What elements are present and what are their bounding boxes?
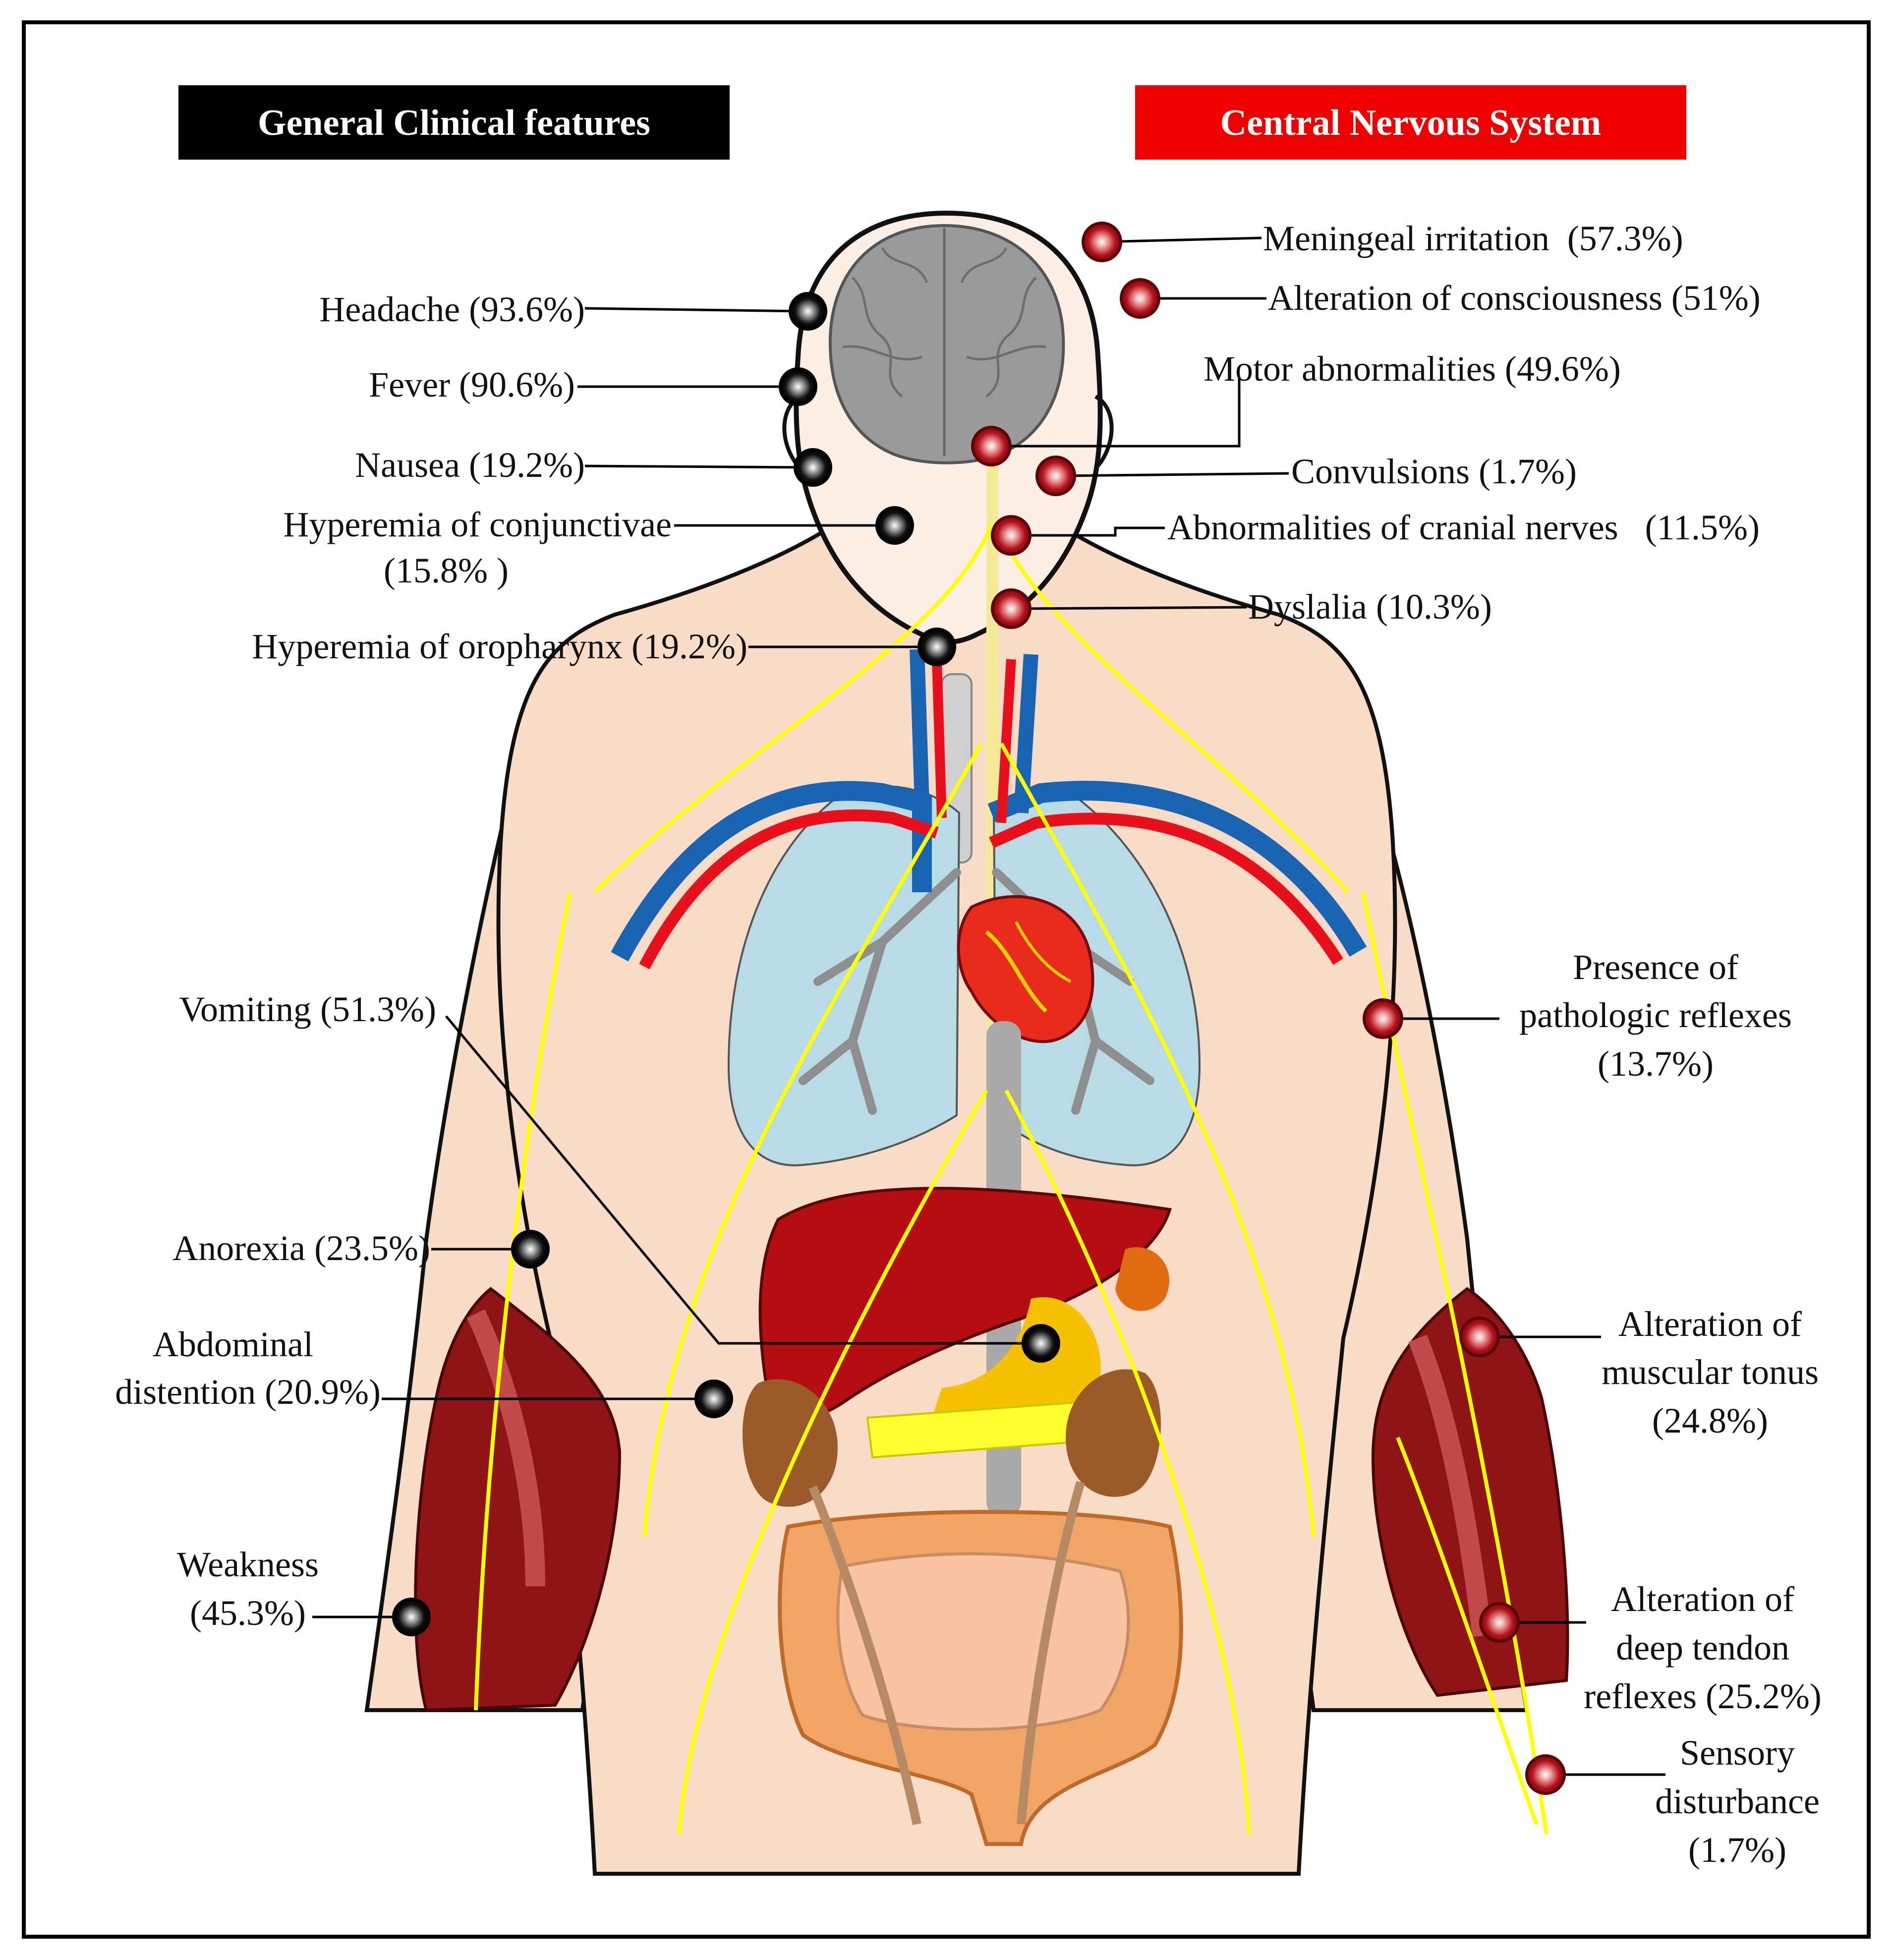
label-conjunctivae-pct: (15.8% ) [384,551,509,590]
label-sensory-3: (1.7%) [1688,1830,1786,1870]
label-deep-tendon-2: deep tendon [1616,1628,1789,1668]
marker-convulsions [1035,456,1076,496]
label-dyslalia: Dyslalia (10.3%) [1248,587,1492,627]
label-motor: Motor abnormalities (49.6%) [1204,349,1621,389]
marker-muscular-tonus [1459,1317,1500,1357]
general-header-title: General Clinical features [258,103,650,143]
artery-left [639,809,939,970]
gallbladder [1115,1247,1169,1311]
small-intestine [836,1552,1130,1731]
marker-consciousness [1120,278,1160,319]
label-tonus-2: muscular tonus [1602,1352,1819,1392]
label-cranial-nerves: Abnormalities of cranial nerves (11.5%) [1167,508,1760,547]
marker-meningeal [1082,222,1122,262]
left-kidney [742,1379,838,1507]
marker-headache [789,292,827,331]
label-weakness-pct: (45.3%) [190,1593,306,1633]
carotid-arteries [932,659,1016,823]
peripheral-nerves [474,524,1548,1835]
marker-fever [779,367,817,406]
label-sensory-1: Sensory [1680,1733,1795,1773]
cns-markers [971,222,1566,1795]
label-conjunctivae: Hyperemia of conjunctivae [283,505,672,544]
label-pathologic-1: Presence of [1573,947,1738,987]
general-markers [392,292,1060,1636]
label-headache: Headache (93.6%) [319,289,585,329]
artery-right [989,812,1344,965]
right-arm-muscles [1371,1287,1569,1697]
general-header-box [178,85,730,160]
marker-sensory [1525,1754,1566,1795]
label-oropharynx: Hyperemia of oropharynx (19.2%) [252,627,747,666]
label-sensory-2: disturbance [1655,1782,1820,1821]
label-meningeal: Meningeal irritation (57.3%) [1263,219,1683,258]
cns-header-title: Central Nervous System [1220,103,1602,143]
label-fever: Fever (90.6%) [369,365,575,404]
label-convulsions: Convulsions (1.7%) [1291,452,1577,491]
marker-anorexia [511,1230,550,1268]
carotid-vessels [910,649,1038,813]
general-header: General Clinical features [178,85,730,160]
ureters [808,1481,1085,1825]
label-deep-tendon-1: Alteration of [1611,1579,1794,1619]
cns-header-box [1135,85,1686,160]
marker-vomiting [1022,1324,1060,1363]
label-weakness: Weakness [177,1545,319,1584]
label-pathologic-3: (13.7%) [1598,1044,1714,1084]
label-tonus-3: (24.8%) [1652,1401,1768,1441]
marker-weakness [392,1598,431,1636]
marker-nausea [794,448,832,487]
right-kidney [1066,1369,1161,1497]
brain [828,224,1065,464]
label-abdominal-pct: distention (20.9%) [115,1372,381,1412]
cns-header: Central Nervous System [1135,85,1686,160]
heart [957,895,1094,1043]
callout-lines [312,236,1665,1776]
label-nausea: Nausea (19.2%) [355,445,585,485]
general-labels: Headache (93.6%) Fever (90.6%) Nausea (1… [115,289,747,1633]
label-pathologic-2: pathologic reflexes [1519,995,1792,1035]
left-arm-muscles [414,1287,622,1712]
marker-oropharynx [917,628,956,666]
label-consciousness: Alteration of consciousness (51%) [1268,278,1761,318]
label-vomiting: Vomiting (51.3%) [179,989,436,1029]
marker-motor [971,426,1012,466]
vein-right [987,781,1367,957]
marker-conjunctivae [875,506,914,545]
marker-cranial-nerves [991,515,1032,556]
vein-left [611,781,932,962]
marker-abdominal-distention [694,1380,733,1418]
stomach [932,1297,1101,1422]
marker-pathologic-reflexes [1363,998,1403,1039]
cns-labels: Meningeal irritation (57.3%) Alteration … [1167,219,1822,1870]
label-deep-tendon-3: reflexes (25.2%) [1584,1676,1822,1716]
label-anorexia: Anorexia (23.5%) [172,1228,430,1268]
right-ear [1094,395,1114,467]
label-tonus-1: Alteration of [1618,1304,1802,1344]
marker-dyslalia [991,588,1032,629]
marker-deep-tendon [1479,1602,1520,1643]
label-abdominal: Abdominal [153,1325,313,1364]
